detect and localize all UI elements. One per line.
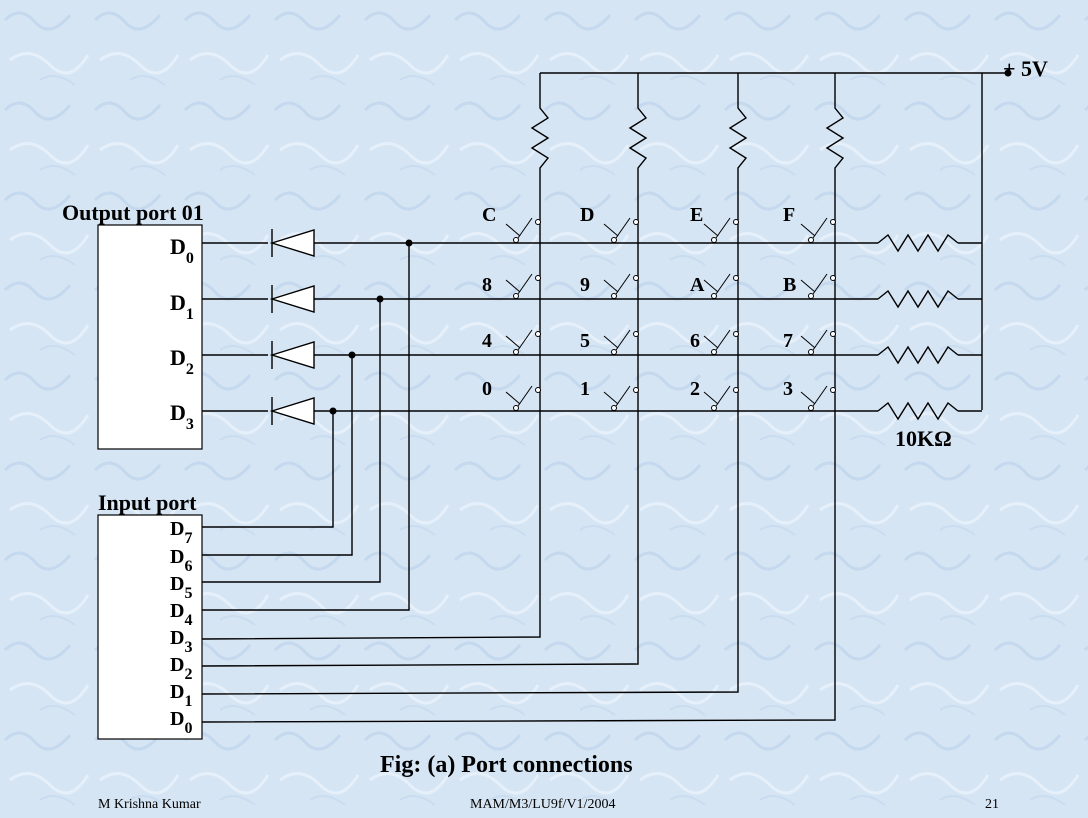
output-port-title: Output port 01 bbox=[62, 200, 204, 225]
figure-caption: Fig: (a) Port connections bbox=[380, 752, 633, 778]
input-pin-d6: D6 bbox=[170, 546, 192, 575]
key-label: A bbox=[690, 274, 705, 296]
row-wires bbox=[202, 239, 982, 415]
input-pin-d5: D5 bbox=[170, 573, 192, 602]
input-port-block bbox=[97, 514, 203, 740]
key-switch bbox=[505, 217, 541, 243]
input-pin-d4: D4 bbox=[170, 600, 192, 629]
column-wire bbox=[201, 178, 639, 667]
key-switch bbox=[603, 329, 639, 355]
key-labels: C D E F 8 9 A B 4 5 6 7 0 1 2 3 bbox=[482, 204, 796, 400]
key-switch bbox=[505, 329, 541, 355]
feedback-wire bbox=[202, 243, 410, 611]
key-switch bbox=[800, 217, 836, 243]
diode-triangle bbox=[269, 229, 315, 257]
input-pin-d7: D7 bbox=[170, 518, 192, 547]
input-pin-d0: D0 bbox=[170, 708, 192, 737]
key-label: E bbox=[690, 204, 703, 226]
key-label: 9 bbox=[580, 274, 590, 296]
key-switch bbox=[505, 273, 541, 299]
key-label: 0 bbox=[482, 378, 492, 400]
feedback-wire bbox=[202, 299, 381, 583]
key-switch bbox=[603, 273, 639, 299]
key-switch bbox=[800, 385, 836, 411]
row-diodes bbox=[269, 229, 315, 425]
key-switch bbox=[800, 329, 836, 355]
key-switch bbox=[505, 385, 541, 411]
input-pin-d2: D2 bbox=[170, 654, 192, 683]
key-switch bbox=[703, 385, 739, 411]
input-pin-d3: D3 bbox=[170, 627, 192, 656]
key-label: B bbox=[783, 274, 796, 296]
key-label: D bbox=[580, 204, 594, 226]
output-pin-d3: D3 bbox=[170, 400, 194, 433]
diode-triangle bbox=[269, 397, 315, 425]
key-switch bbox=[703, 329, 739, 355]
row-resistors bbox=[877, 233, 959, 421]
output-port-block bbox=[97, 224, 203, 450]
footer-author: M Krishna Kumar bbox=[98, 797, 201, 812]
key-switches bbox=[505, 217, 836, 411]
key-label: 6 bbox=[690, 330, 700, 352]
output-pin-d0: D0 bbox=[170, 234, 194, 267]
column-resistor bbox=[825, 100, 845, 178]
key-switch bbox=[603, 217, 639, 243]
input-feedback-wires bbox=[202, 243, 410, 611]
key-switch bbox=[703, 217, 739, 243]
key-label: 5 bbox=[580, 330, 590, 352]
diode-triangle bbox=[269, 285, 315, 313]
column-resistors bbox=[530, 100, 845, 178]
column-resistor bbox=[628, 100, 648, 178]
key-label: 1 bbox=[580, 378, 590, 400]
footer-code: MAM/M3/LU9f/V1/2004 bbox=[470, 797, 615, 812]
key-label: 8 bbox=[482, 274, 492, 296]
row-resistor bbox=[877, 345, 959, 365]
feedback-wire bbox=[202, 355, 353, 556]
column-wire bbox=[201, 178, 541, 640]
key-label: 7 bbox=[783, 330, 793, 352]
key-label: 4 bbox=[482, 330, 492, 352]
key-label: F bbox=[783, 204, 795, 226]
row-resistor bbox=[877, 401, 959, 421]
resistor-value-label: 10KΩ bbox=[895, 426, 952, 451]
supply-label: + 5V bbox=[1003, 56, 1048, 81]
input-port-title: Input port bbox=[98, 490, 197, 515]
key-label: 3 bbox=[783, 378, 793, 400]
row-resistor bbox=[877, 233, 959, 253]
column-wires bbox=[201, 178, 836, 723]
row-resistor bbox=[877, 289, 959, 309]
column-resistor bbox=[728, 100, 748, 178]
key-label: C bbox=[482, 204, 496, 226]
input-pin-d1: D1 bbox=[170, 681, 192, 710]
column-wire bbox=[201, 178, 739, 695]
key-switch bbox=[603, 385, 639, 411]
key-label: 2 bbox=[690, 378, 700, 400]
column-resistor bbox=[530, 100, 550, 178]
key-switch bbox=[703, 273, 739, 299]
output-pin-d1: D1 bbox=[170, 290, 194, 323]
column-wire bbox=[201, 178, 836, 723]
footer-page: 21 bbox=[985, 797, 999, 812]
output-pin-d2: D2 bbox=[170, 345, 194, 378]
feedback-wire bbox=[202, 411, 334, 528]
diode-triangle bbox=[269, 341, 315, 369]
supply-rail bbox=[539, 69, 1012, 410]
key-switch bbox=[800, 273, 836, 299]
